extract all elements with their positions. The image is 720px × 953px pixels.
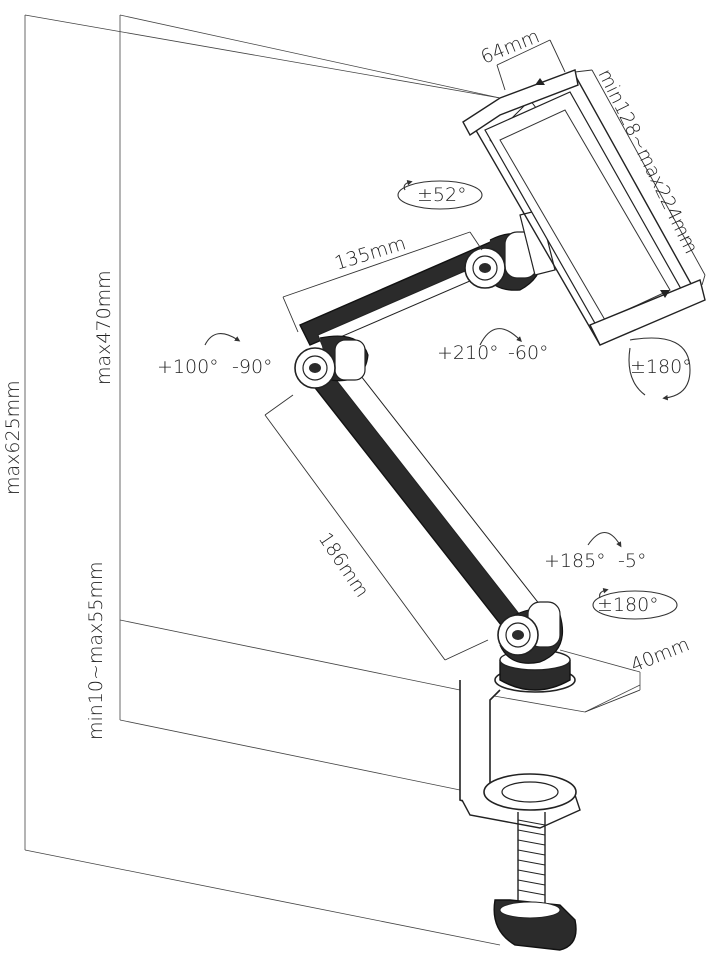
head-tilt-label: ±52° <box>417 184 467 206</box>
base-swivel-label: ±180° <box>597 594 659 616</box>
tablet-holder <box>462 69 706 346</box>
head-rotation-arrow <box>479 328 522 346</box>
desk-clamp <box>459 680 581 951</box>
clamp-range-label: min10~max55mm <box>85 561 107 740</box>
holder-rotation-arrow <box>629 337 691 401</box>
holder-width-label: 64mm <box>478 25 543 68</box>
elbow-rotation-arrow <box>204 333 241 346</box>
base-rotation-arrow <box>587 531 622 548</box>
holder-rotate-label: ±180° <box>630 356 692 378</box>
base-depth-label: 40mm <box>628 633 693 676</box>
base-up-label: +185° <box>544 550 606 572</box>
elbow-up-label: +100° <box>157 356 219 378</box>
lower-arm-label: 186mm <box>314 528 373 601</box>
base-down-label: -5° <box>618 550 646 572</box>
rotation-arrows <box>204 180 691 620</box>
elbow-joint <box>294 335 369 389</box>
dimension-lines <box>264 39 706 713</box>
elbow-down-label: -90° <box>232 356 273 378</box>
head-joint <box>464 209 556 291</box>
total-height-label: max625mm <box>2 380 24 495</box>
lower-arm <box>299 359 541 631</box>
base-joint <box>497 601 564 664</box>
head-down-label: -60° <box>508 342 549 364</box>
upper-arm-label: 135mm <box>332 232 409 274</box>
base-swivel-ellipse <box>592 590 678 620</box>
guide-lines <box>24 14 641 946</box>
tilt-rotation-ellipse <box>397 180 483 210</box>
arm-height-label: max470mm <box>93 270 115 385</box>
rotation-labels: +100° -90° ±52° +210° -60° ±180° +185° -… <box>157 184 692 616</box>
head-up-label: +210° <box>437 342 499 364</box>
